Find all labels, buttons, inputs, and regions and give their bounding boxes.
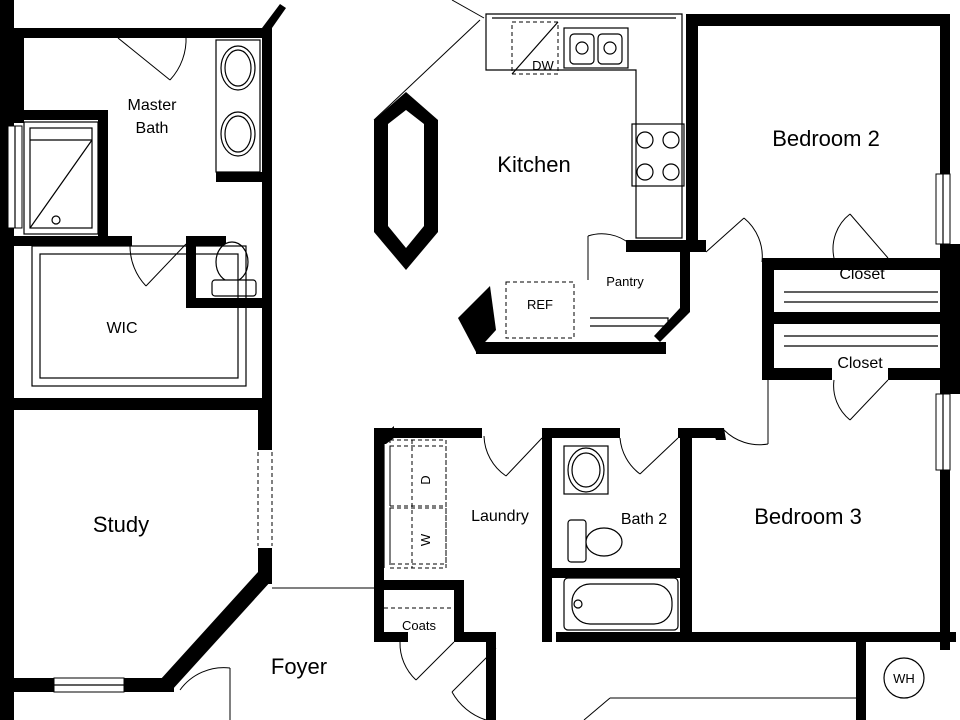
bedroom-3-label: Bedroom 3 — [754, 504, 862, 529]
dw-label: DW — [532, 58, 554, 73]
coats-label: Coats — [402, 618, 436, 633]
pantry-label: Pantry — [606, 274, 644, 289]
bedroom-2-label: Bedroom 2 — [772, 126, 880, 151]
master-bath-label-line1: Master — [128, 97, 178, 114]
room-labels: Master Bath Kitchen Bedroom 2 Closet Clo… — [93, 58, 915, 686]
kitchen-label: Kitchen — [497, 152, 570, 177]
fixtures — [23, 13, 938, 699]
ref-label: REF — [527, 297, 553, 312]
closet-1-label: Closet — [839, 266, 885, 283]
windows — [7, 125, 951, 693]
washer-label: W — [418, 533, 433, 546]
foyer-label: Foyer — [271, 654, 327, 679]
master-bath-label-line2: Bath — [136, 120, 169, 137]
study-label: Study — [93, 512, 149, 537]
doors — [117, 0, 889, 720]
water-heater-label: WH — [893, 671, 915, 686]
closet-2-label: Closet — [837, 355, 883, 372]
wic-label: WIC — [106, 320, 137, 337]
laundry-label: Laundry — [471, 508, 529, 525]
dryer-label: D — [418, 475, 433, 484]
bath-2-label: Bath 2 — [621, 511, 667, 528]
